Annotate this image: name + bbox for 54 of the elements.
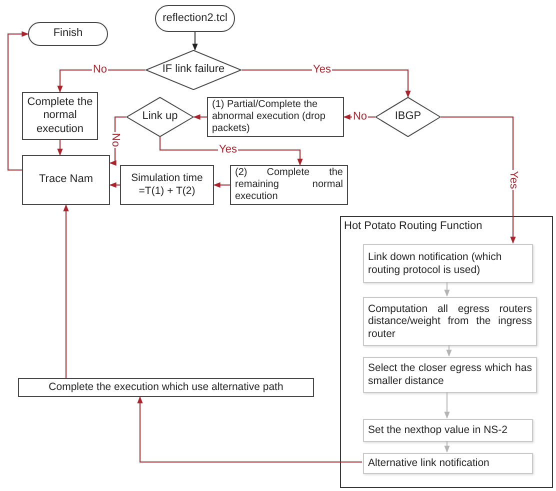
node-text: Select the closer egress which has smaller distance (368, 362, 532, 388)
process-box (363, 357, 537, 393)
arrow (57, 70, 146, 93)
terminal-box (155, 5, 235, 32)
process-box (363, 244, 533, 283)
process-box (22, 155, 110, 205)
process-box (18, 378, 314, 397)
process-box (363, 453, 533, 474)
edge-label: Yes (218, 144, 238, 156)
decision-diamond (375, 97, 441, 137)
node-text: Finish (53, 27, 83, 41)
arrow (444, 282, 450, 297)
node-text: IF link failure (162, 63, 225, 77)
node-text: Alternative link notification (368, 457, 490, 470)
process-box (363, 419, 533, 442)
node-text: Link up (142, 110, 178, 124)
arrow (160, 136, 303, 166)
arrow (137, 396, 362, 462)
arrow (193, 114, 208, 120)
node-text: Trace Nam (39, 173, 93, 187)
node-text: Simulation time =T(1) + T(2) (130, 172, 204, 198)
terminal-box (28, 22, 108, 46)
arrow (444, 392, 450, 419)
node-text: (2) Complete the remaining normal execution (235, 167, 343, 203)
arrow (444, 440, 450, 453)
edge-label: No (92, 64, 108, 76)
node-text: Complete the normal execution (27, 96, 93, 136)
arrow (63, 204, 69, 378)
edge-label: No (110, 132, 120, 148)
arrow (213, 182, 230, 188)
arrow (192, 32, 198, 51)
decision-diamond (126, 97, 194, 137)
node-text: Link down notification (which routing protocol is used) (368, 250, 503, 276)
process-box (120, 165, 214, 205)
node-text: IBGP (394, 110, 422, 124)
node-text: Set the nexthop value in NS-2 (368, 424, 508, 437)
arrow (242, 70, 411, 98)
group-heading: Hot Potato Routing Function (344, 220, 482, 232)
node-text: Complete the execution which use alternative path (48, 381, 284, 394)
node-text: reflection2.tcl (162, 12, 228, 26)
function-group-frame (340, 216, 553, 488)
process-box (363, 297, 537, 346)
decision-diamond (145, 50, 242, 90)
process-box (207, 97, 344, 137)
arrow (446, 344, 452, 357)
arrow (57, 140, 63, 156)
arrow (440, 116, 516, 244)
edge-label: Yes (312, 64, 332, 76)
node-text: Computation all egress routers distance/weight from the ingress router (368, 302, 532, 340)
edge-label: Yes (508, 170, 518, 190)
edge-label: No (352, 112, 368, 122)
node-text: (1) Partial/Complete the abnormal execution (drop packets) (212, 99, 326, 135)
arrow (8, 31, 29, 170)
arrow (109, 182, 120, 188)
